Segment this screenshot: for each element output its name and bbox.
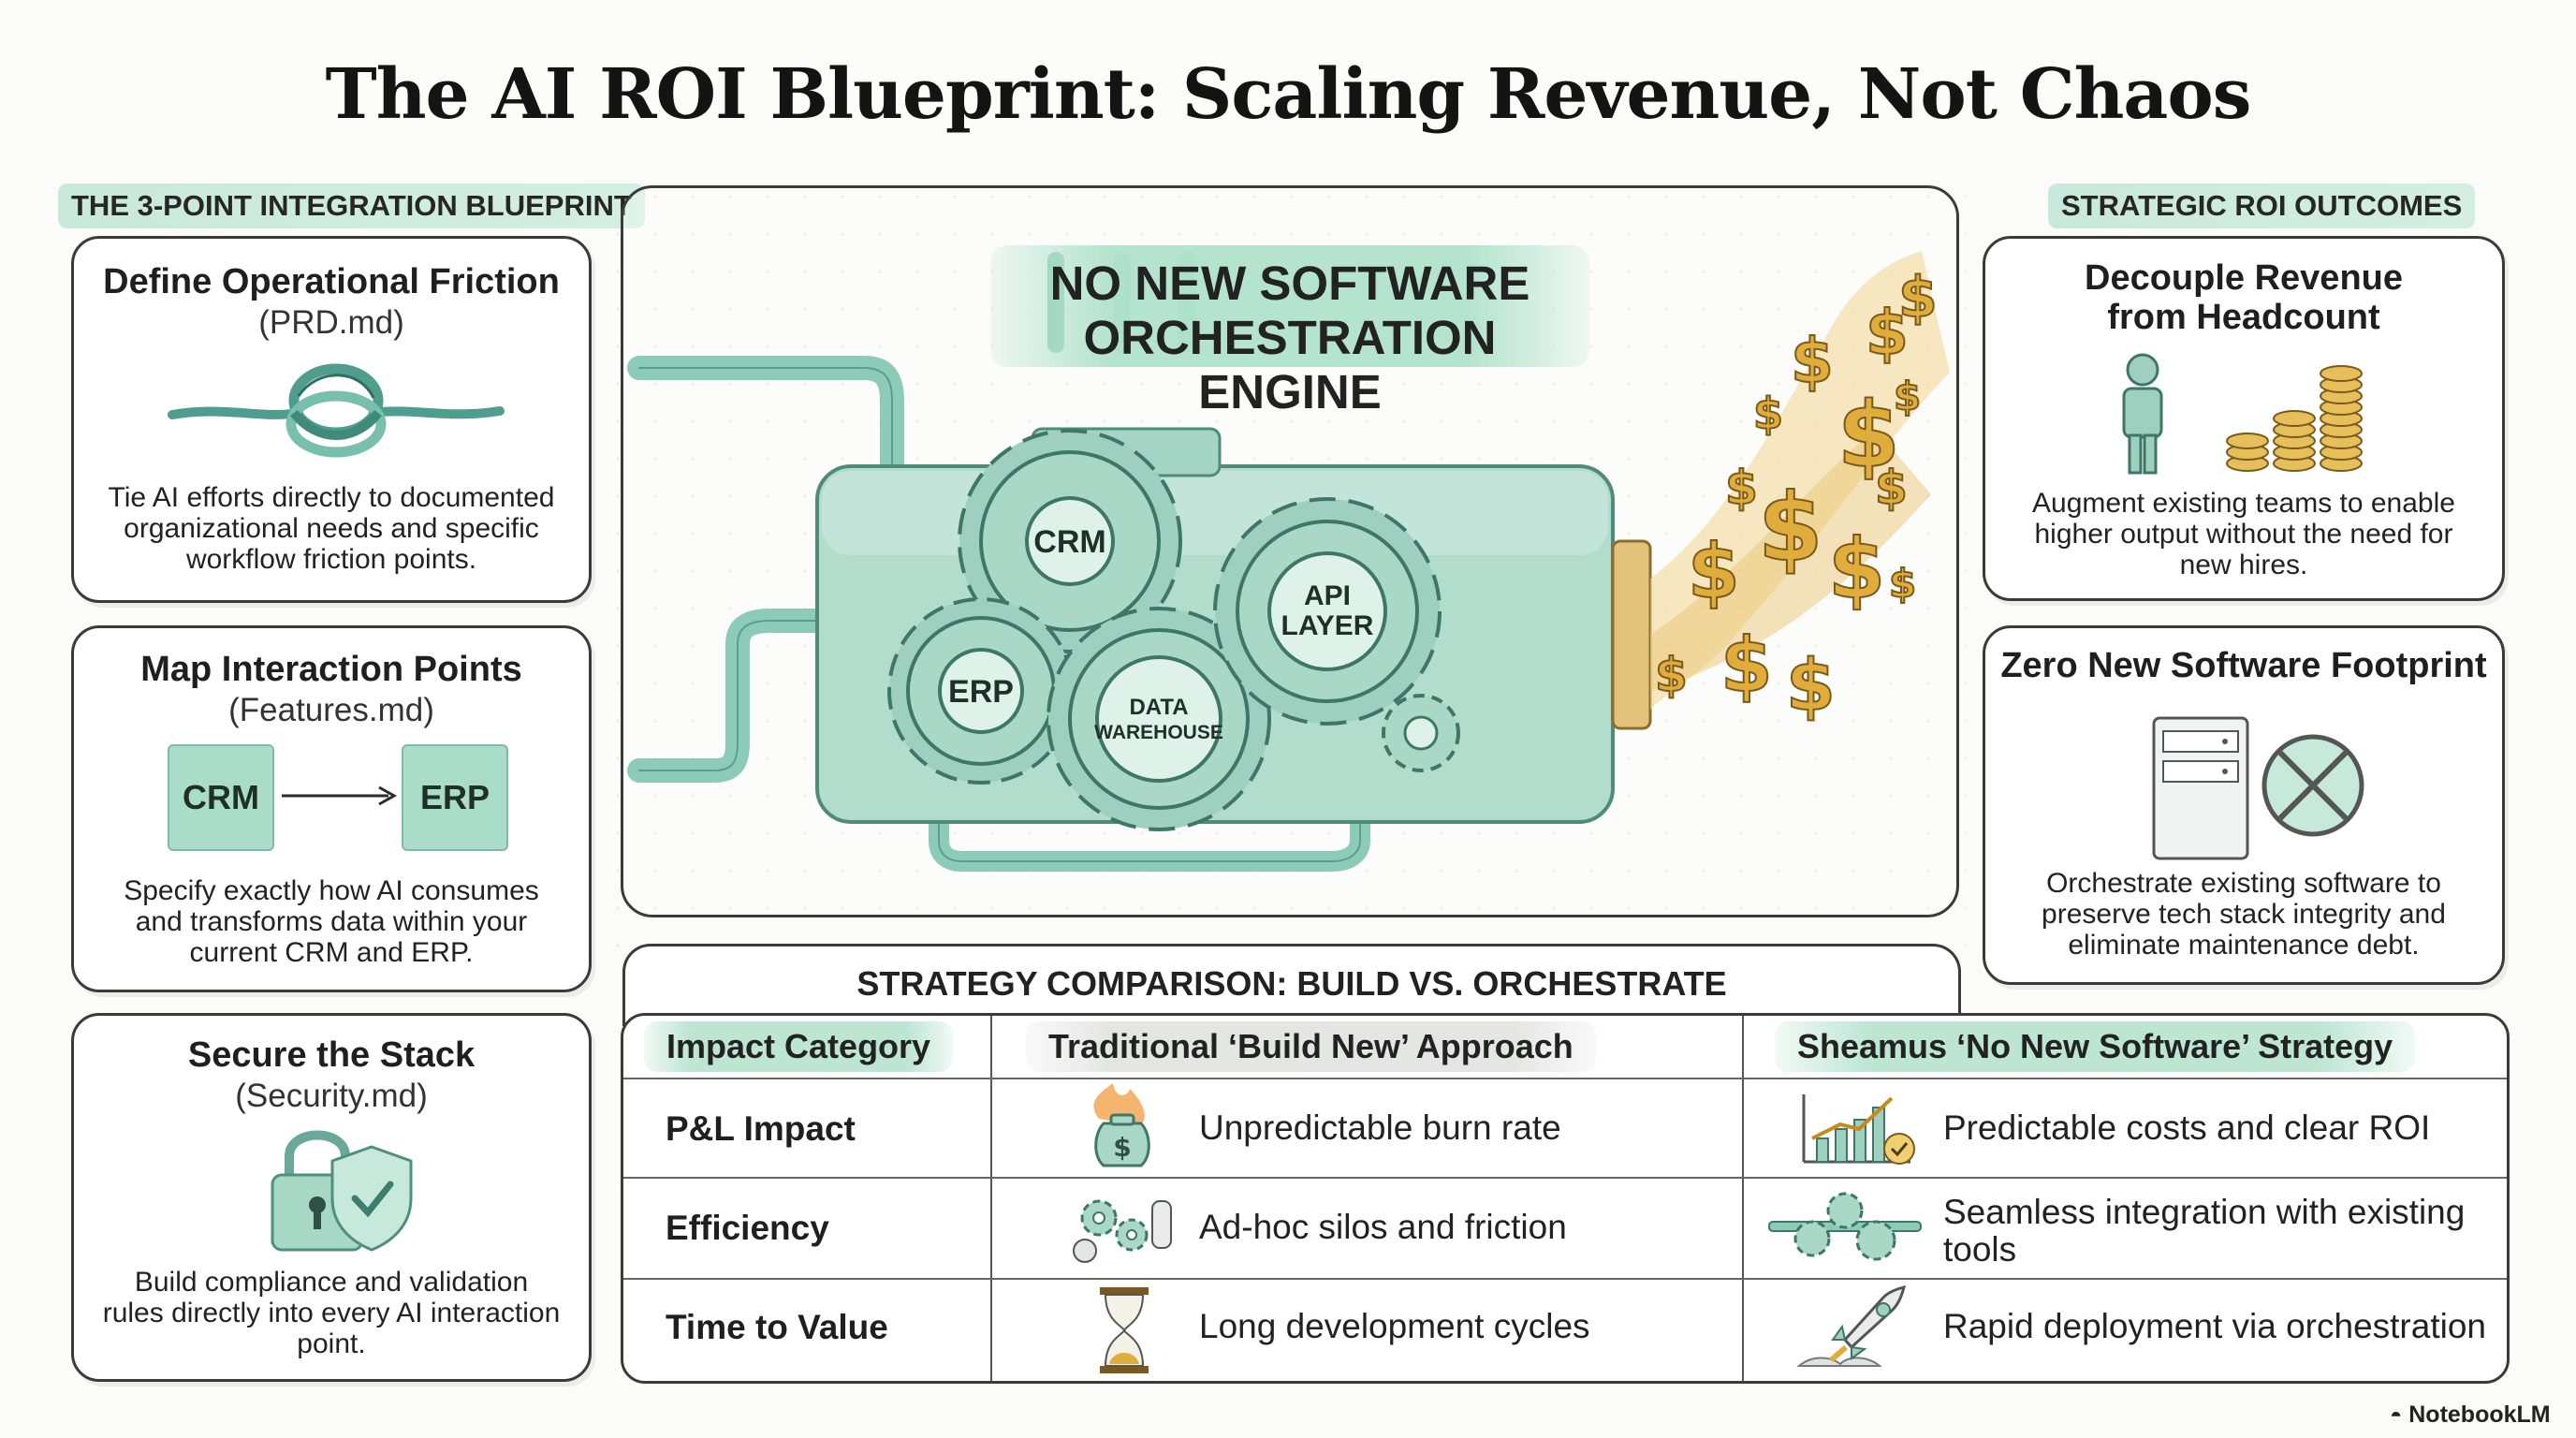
connected-gears-icon	[1768, 1192, 1922, 1261]
card-title: Secure the Stack	[187, 1035, 476, 1075]
card-title-line2: from Headcount	[2107, 298, 2380, 337]
row-category: Efficiency	[666, 1209, 829, 1247]
left-section-heading: THE 3-POINT INTEGRATION BLUEPRINT	[58, 183, 645, 228]
dollar-icon: $	[1786, 643, 1836, 726]
build-cell: Ad-hoc silos and friction	[1199, 1208, 1567, 1246]
dollar-icon: $	[1688, 528, 1740, 615]
header-no-new-software: Sheamus ‘No New Software’ Strategy	[1775, 1021, 2416, 1072]
card-decouple-revenue: Decouple Revenue from Headcount Augment …	[1983, 236, 2505, 601]
orchestrate-cell: Seamless integration with existing tools	[1943, 1193, 2466, 1269]
footer-brand: ◓ NotebookLM	[2390, 1401, 2551, 1429]
footer-text: NotebookLM	[2408, 1401, 2551, 1428]
gear-small	[1382, 694, 1460, 772]
build-cell: Unpredictable burn rate	[1199, 1108, 1561, 1147]
orchestrate-cell: Predictable costs and clear ROI	[1943, 1108, 2431, 1147]
row-divider	[623, 1278, 2507, 1280]
comparison-title: STRATEGY COMPARISON: BUILD VS. ORCHESTRA…	[622, 944, 1961, 1026]
erp-box: ERP	[402, 744, 508, 851]
dollar-icon: $	[1866, 297, 1909, 369]
right-section-heading: STRATEGIC ROI OUTCOMES	[2048, 183, 2476, 228]
crm-box: CRM	[168, 744, 274, 851]
dollar-icon: $	[1828, 521, 1885, 617]
dollar-icon: $	[1720, 622, 1773, 709]
orchestrate-cell: Rapid deployment via orchestration	[1943, 1307, 2486, 1345]
card-body: Specify exactly how AI consumes and tran…	[124, 875, 539, 968]
growth-chart-icon	[1802, 1094, 1915, 1165]
gear-label-layer: LAYER	[1281, 610, 1374, 641]
money-flow: $ $ $ $ $ $ $ $ $ $ $ $ $ $ $	[1650, 251, 1950, 727]
card-define-friction: Define Operational Friction (PRD.md) Tie…	[71, 236, 592, 603]
row-category: Time to Value	[666, 1308, 888, 1346]
gear-label-erp: ERP	[948, 674, 1014, 710]
dollar-icon: $	[1837, 383, 1900, 488]
card-file: (Features.md)	[228, 692, 434, 728]
build-cell: Long development cycles	[1199, 1307, 1590, 1345]
gear-label-crm: CRM	[1033, 524, 1105, 560]
notebooklm-logo-icon: ◓	[2390, 1403, 2403, 1427]
card-zero-footprint: Zero New Software Footprint Orchestrate …	[1983, 625, 2505, 985]
card-body: Build compliance and validation rules di…	[102, 1267, 561, 1359]
row-divider	[623, 1177, 2507, 1179]
burning-money-bag-icon: $	[1093, 1083, 1150, 1167]
column-divider	[990, 1016, 992, 1381]
dollar-icon: $	[1875, 461, 1908, 515]
dollar-icon: $	[1725, 461, 1758, 515]
card-body: Orchestrate existing software to preserv…	[2042, 868, 2446, 961]
gear-label-warehouse: WAREHOUSE	[1094, 722, 1223, 743]
card-title-line1: Zero New Software Footprint	[2000, 646, 2487, 685]
row-category: P&L Impact	[666, 1109, 856, 1148]
dollar-icon: $	[1894, 374, 1921, 419]
card-title: Map Interaction Points	[140, 650, 522, 689]
flow-icon: CRM ERP	[168, 744, 508, 851]
comparison-table: Impact Category Traditional ‘Build New’ …	[621, 1013, 2510, 1384]
lock-shield-icon	[271, 1130, 413, 1252]
card-title-line1: Decouple Revenue	[2085, 258, 2403, 298]
gear-erp: ERP	[887, 597, 1075, 785]
card-secure-stack: Secure the Stack (Security.md) Build com…	[71, 1013, 592, 1382]
arrow-right-icon	[282, 785, 398, 806]
row-divider	[623, 1078, 2507, 1079]
gear-label-api: API	[1304, 580, 1351, 611]
dollar-icon: $	[1791, 325, 1834, 397]
gear-label-data: DATA	[1129, 695, 1188, 720]
card-body: Augment existing teams to enable higher …	[2032, 488, 2455, 580]
person-coins-icon	[2122, 353, 2363, 475]
engine-label: NO NEW SOFTWARE ORCHESTRATION ENGINE	[990, 245, 1589, 418]
card-map-interaction: Map Interaction Points (Features.md) CRM…	[71, 625, 592, 992]
card-file: (PRD.md)	[258, 304, 404, 341]
card-body: Tie AI efforts directly to documented or…	[108, 482, 555, 575]
gear-data-warehouse: DATA WAREHOUSE	[1046, 607, 1271, 831]
page-title: The AI ROI Blueprint: Scaling Revenue, N…	[325, 54, 2252, 135]
dollar-icon: $	[1655, 648, 1688, 702]
svg-text:$: $	[1113, 1132, 1131, 1163]
card-title: Define Operational Friction	[103, 262, 560, 301]
dollar-icon: $	[1753, 389, 1783, 439]
engine-label-line2: ORCHESTRATION ENGINE	[1083, 311, 1497, 418]
engine-label-line1: NO NEW SOFTWARE	[1049, 257, 1530, 310]
rocket-icon	[1796, 1284, 1907, 1367]
dollar-icon: $	[1898, 265, 1938, 330]
header-impact-category: Impact Category	[644, 1021, 954, 1072]
scattered-gears-icon	[1073, 1199, 1172, 1263]
knot-icon	[168, 363, 505, 458]
header-build-new: Traditional ‘Build New’ Approach	[1026, 1021, 1596, 1072]
dollar-icon: $	[1758, 473, 1823, 582]
card-file: (Security.md)	[235, 1078, 428, 1114]
gear-api-layer: API LAYER	[1213, 497, 1442, 726]
column-divider	[1742, 1016, 1744, 1381]
hourglass-icon	[1100, 1287, 1149, 1373]
server-blocked-icon	[2152, 716, 2364, 860]
dollar-icon: $	[1889, 561, 1916, 607]
